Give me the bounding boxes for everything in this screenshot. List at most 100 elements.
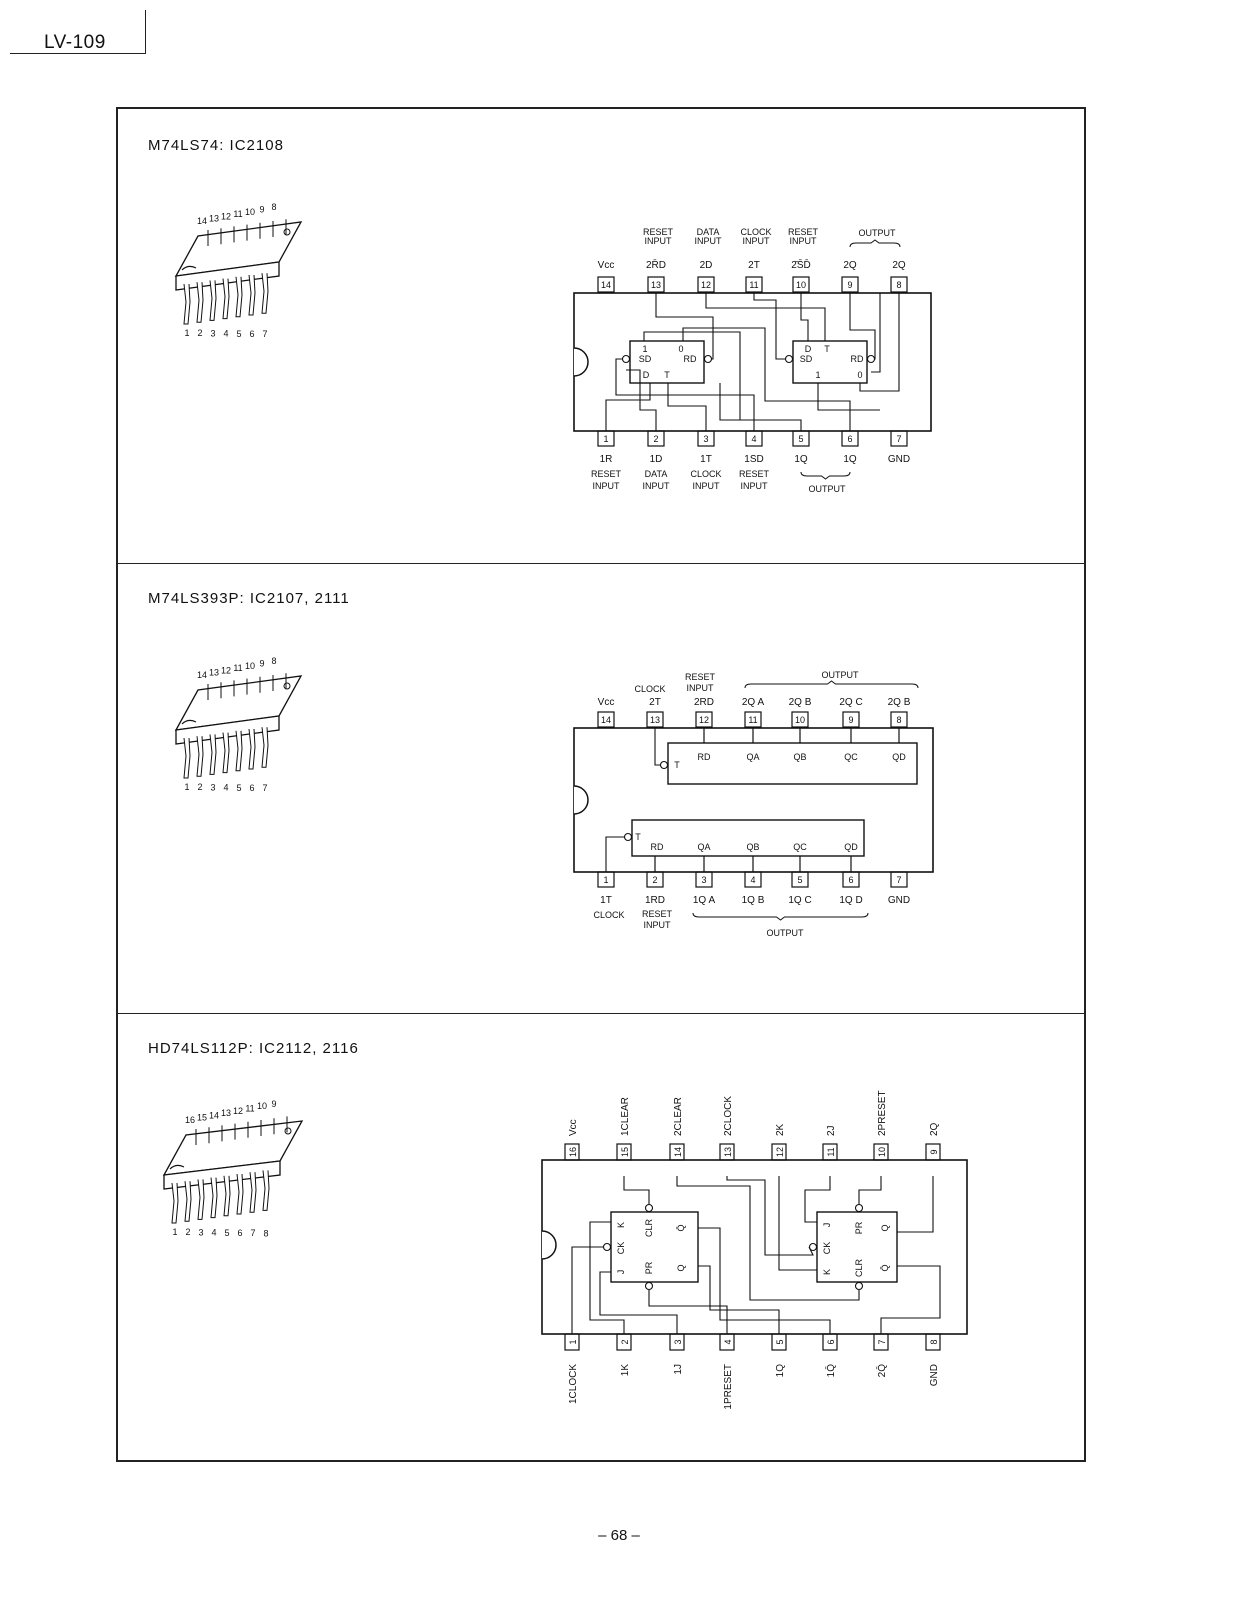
- ic2-bottom-pin-signal: GND: [888, 895, 910, 906]
- ic3-package-pin-number: 10: [257, 1101, 267, 1111]
- ic1-notch: [573, 347, 589, 377]
- ic1-ff1-q-label: 1: [642, 344, 647, 354]
- ic1-top-pin-13-number: 13: [651, 280, 661, 290]
- ic2-package-pin: [235, 730, 243, 772]
- ic2-package-pin-number: 12: [221, 665, 231, 675]
- ic3-bottom-pin-signal: 1PRESET: [723, 1364, 734, 1410]
- ic1-package-pin-number: 11: [233, 209, 242, 219]
- ic1-bottom-output-label: OUTPUT: [809, 484, 847, 494]
- ic3-ff1-clr-bubble: [644, 1203, 654, 1213]
- ic3-ff1-pr-label: PR: [644, 1261, 654, 1274]
- ic1-top-pin-11-number: 11: [749, 280, 758, 290]
- ic3-top-pin-10-number: 10: [877, 1147, 887, 1157]
- ic3-ff1-k-label: K: [616, 1222, 626, 1228]
- ic2-top-pin-11: [744, 711, 762, 728]
- ic2-counter2-output-label: QB: [793, 752, 806, 762]
- ic2-wire: [605, 836, 624, 872]
- ic2-bottom-clock-label: CLOCK: [593, 910, 624, 920]
- ic3-ff1-qbar-label: Q̄: [676, 1224, 686, 1231]
- ic2-top-pin-14: [597, 711, 615, 728]
- ic1-bottom-pin-6-number: 6: [847, 434, 852, 444]
- ic1-top-pin-signal: 2T: [748, 260, 760, 271]
- ic3-package-front: [163, 1160, 281, 1190]
- ic2-counter2-t-label: T: [674, 760, 680, 770]
- ic3-top-pin-signal: Vcc: [568, 1119, 579, 1136]
- ic2-counter2-output-label: QC: [844, 752, 858, 762]
- ic3-bottom-pin-3-number: 3: [673, 1339, 683, 1344]
- ic1-top-pin-desc: INPUT: [645, 236, 673, 246]
- ic3-ff1-j-label: J: [616, 1270, 626, 1275]
- ic1-top-pin-14: [597, 276, 615, 293]
- ic3-package-pin: [262, 1170, 270, 1211]
- ic2-top-pin-13: [646, 711, 664, 728]
- ic3-wire: [804, 1176, 831, 1223]
- ic1-ff1-rd-label: RD: [684, 354, 697, 364]
- ic3-wire: [698, 1227, 831, 1334]
- ic3-ff2-k-label: K: [822, 1269, 832, 1275]
- ic1-bottom-pin-desc: INPUT: [741, 481, 769, 491]
- ic1-ff2-d-label: D: [805, 344, 812, 354]
- ic3-bottom-pin-7-number: 7: [877, 1339, 887, 1344]
- ic1-wire: [859, 293, 900, 392]
- ic3-ff2-qbar-label: Q̄: [880, 1264, 890, 1271]
- ic3-top-pin-signal: 2CLOCK: [723, 1096, 734, 1136]
- ic2-counter1-output-label: RD: [651, 842, 664, 852]
- ic1-top-pin-signal: Vcc: [598, 260, 615, 271]
- ic3-ff1-pr-bubble: [644, 1281, 654, 1291]
- ic1-bottom-pin-signal: 1D: [650, 454, 663, 465]
- ic1-package-pin: [235, 276, 243, 318]
- ic2-top-pin-signal: 2RD: [694, 697, 714, 708]
- ic3-package-pin-number: 15: [197, 1113, 207, 1123]
- ic1-bottom-pin-signal: 1R: [600, 454, 613, 465]
- ic2-package-pin: [209, 734, 217, 775]
- ic3-top-pin-13: [719, 1143, 735, 1161]
- ic3-top-pin-9-number: 9: [929, 1149, 939, 1154]
- ic2-top-pin-12-number: 12: [699, 715, 709, 725]
- ic3-package-pin-number: 14: [209, 1110, 219, 1120]
- ic1-ff1-t-label: T: [664, 370, 670, 380]
- ic3-package-pin-number: 12: [233, 1106, 243, 1116]
- ic1-top-pin-signal: 2̄S̄D̄: [791, 258, 810, 271]
- ic3-ff2-ck-label: CK: [822, 1242, 832, 1255]
- ic3-ff1-ck-bubble: [602, 1242, 612, 1252]
- ic3-bottom-pin-5-number: 5: [775, 1339, 785, 1344]
- ic3-wire: [778, 1176, 817, 1271]
- ic3-package-pin-number: 9: [271, 1099, 276, 1109]
- ic3-package-pin-number: 11: [245, 1104, 254, 1114]
- ic3-ff2-clr-label: CLR: [854, 1259, 864, 1278]
- ic1-wire: [800, 293, 809, 341]
- ic2-top-output-brace: [744, 680, 919, 689]
- ic1-wire: [615, 358, 755, 431]
- ic3-wire: [698, 1265, 780, 1334]
- ic3-package-pin-number: 16: [185, 1115, 195, 1125]
- ic3-wire: [897, 1176, 934, 1233]
- ic1-wire: [753, 293, 785, 360]
- ic1-top-pin-signal: 2Q: [843, 260, 857, 271]
- ic3-top-pin-14: [669, 1143, 685, 1161]
- ic3-package-pin-number: 7: [250, 1228, 255, 1238]
- ic2-package-pin-number: 6: [249, 783, 254, 793]
- ic1-bottom-pin-7: [890, 430, 908, 447]
- ic3-ff2-pr-bubble: [854, 1203, 864, 1213]
- ic1-bottom-pin-desc: CLOCK: [690, 469, 721, 479]
- ic2-bottom-output-label: OUTPUT: [767, 928, 805, 938]
- ic2-bottom-pin-1-number: 1: [603, 875, 608, 885]
- ic3-package-pin-number: 1: [172, 1227, 177, 1237]
- ic2-top-pin-8-number: 8: [896, 715, 901, 725]
- ic3-top-pin-9: [925, 1143, 941, 1161]
- ic1-package-pin-number: 8: [271, 202, 276, 212]
- ic1-wire: [605, 383, 651, 431]
- ic2-package-pin-number: 2: [197, 782, 202, 792]
- ic3-top-pin-15-number: 15: [620, 1147, 630, 1157]
- page-number: – 68 –: [598, 1527, 640, 1544]
- ic2-top-pin-signal: Vcc: [598, 697, 615, 708]
- ic3-top-pin-signal: 1CLEAR: [620, 1097, 631, 1136]
- ic1-bottom-pin-signal: 1T: [700, 454, 712, 465]
- ic1-package-pin: [196, 282, 204, 323]
- ic3-bottom-pin-1-number: 1: [568, 1339, 578, 1344]
- ic3-wire: [726, 1176, 814, 1256]
- ic1-bottom-pin-desc: DATA: [645, 469, 668, 479]
- ic2-top-pin-10-number: 10: [795, 715, 805, 725]
- ic1-package-pin-number: 4: [223, 329, 228, 339]
